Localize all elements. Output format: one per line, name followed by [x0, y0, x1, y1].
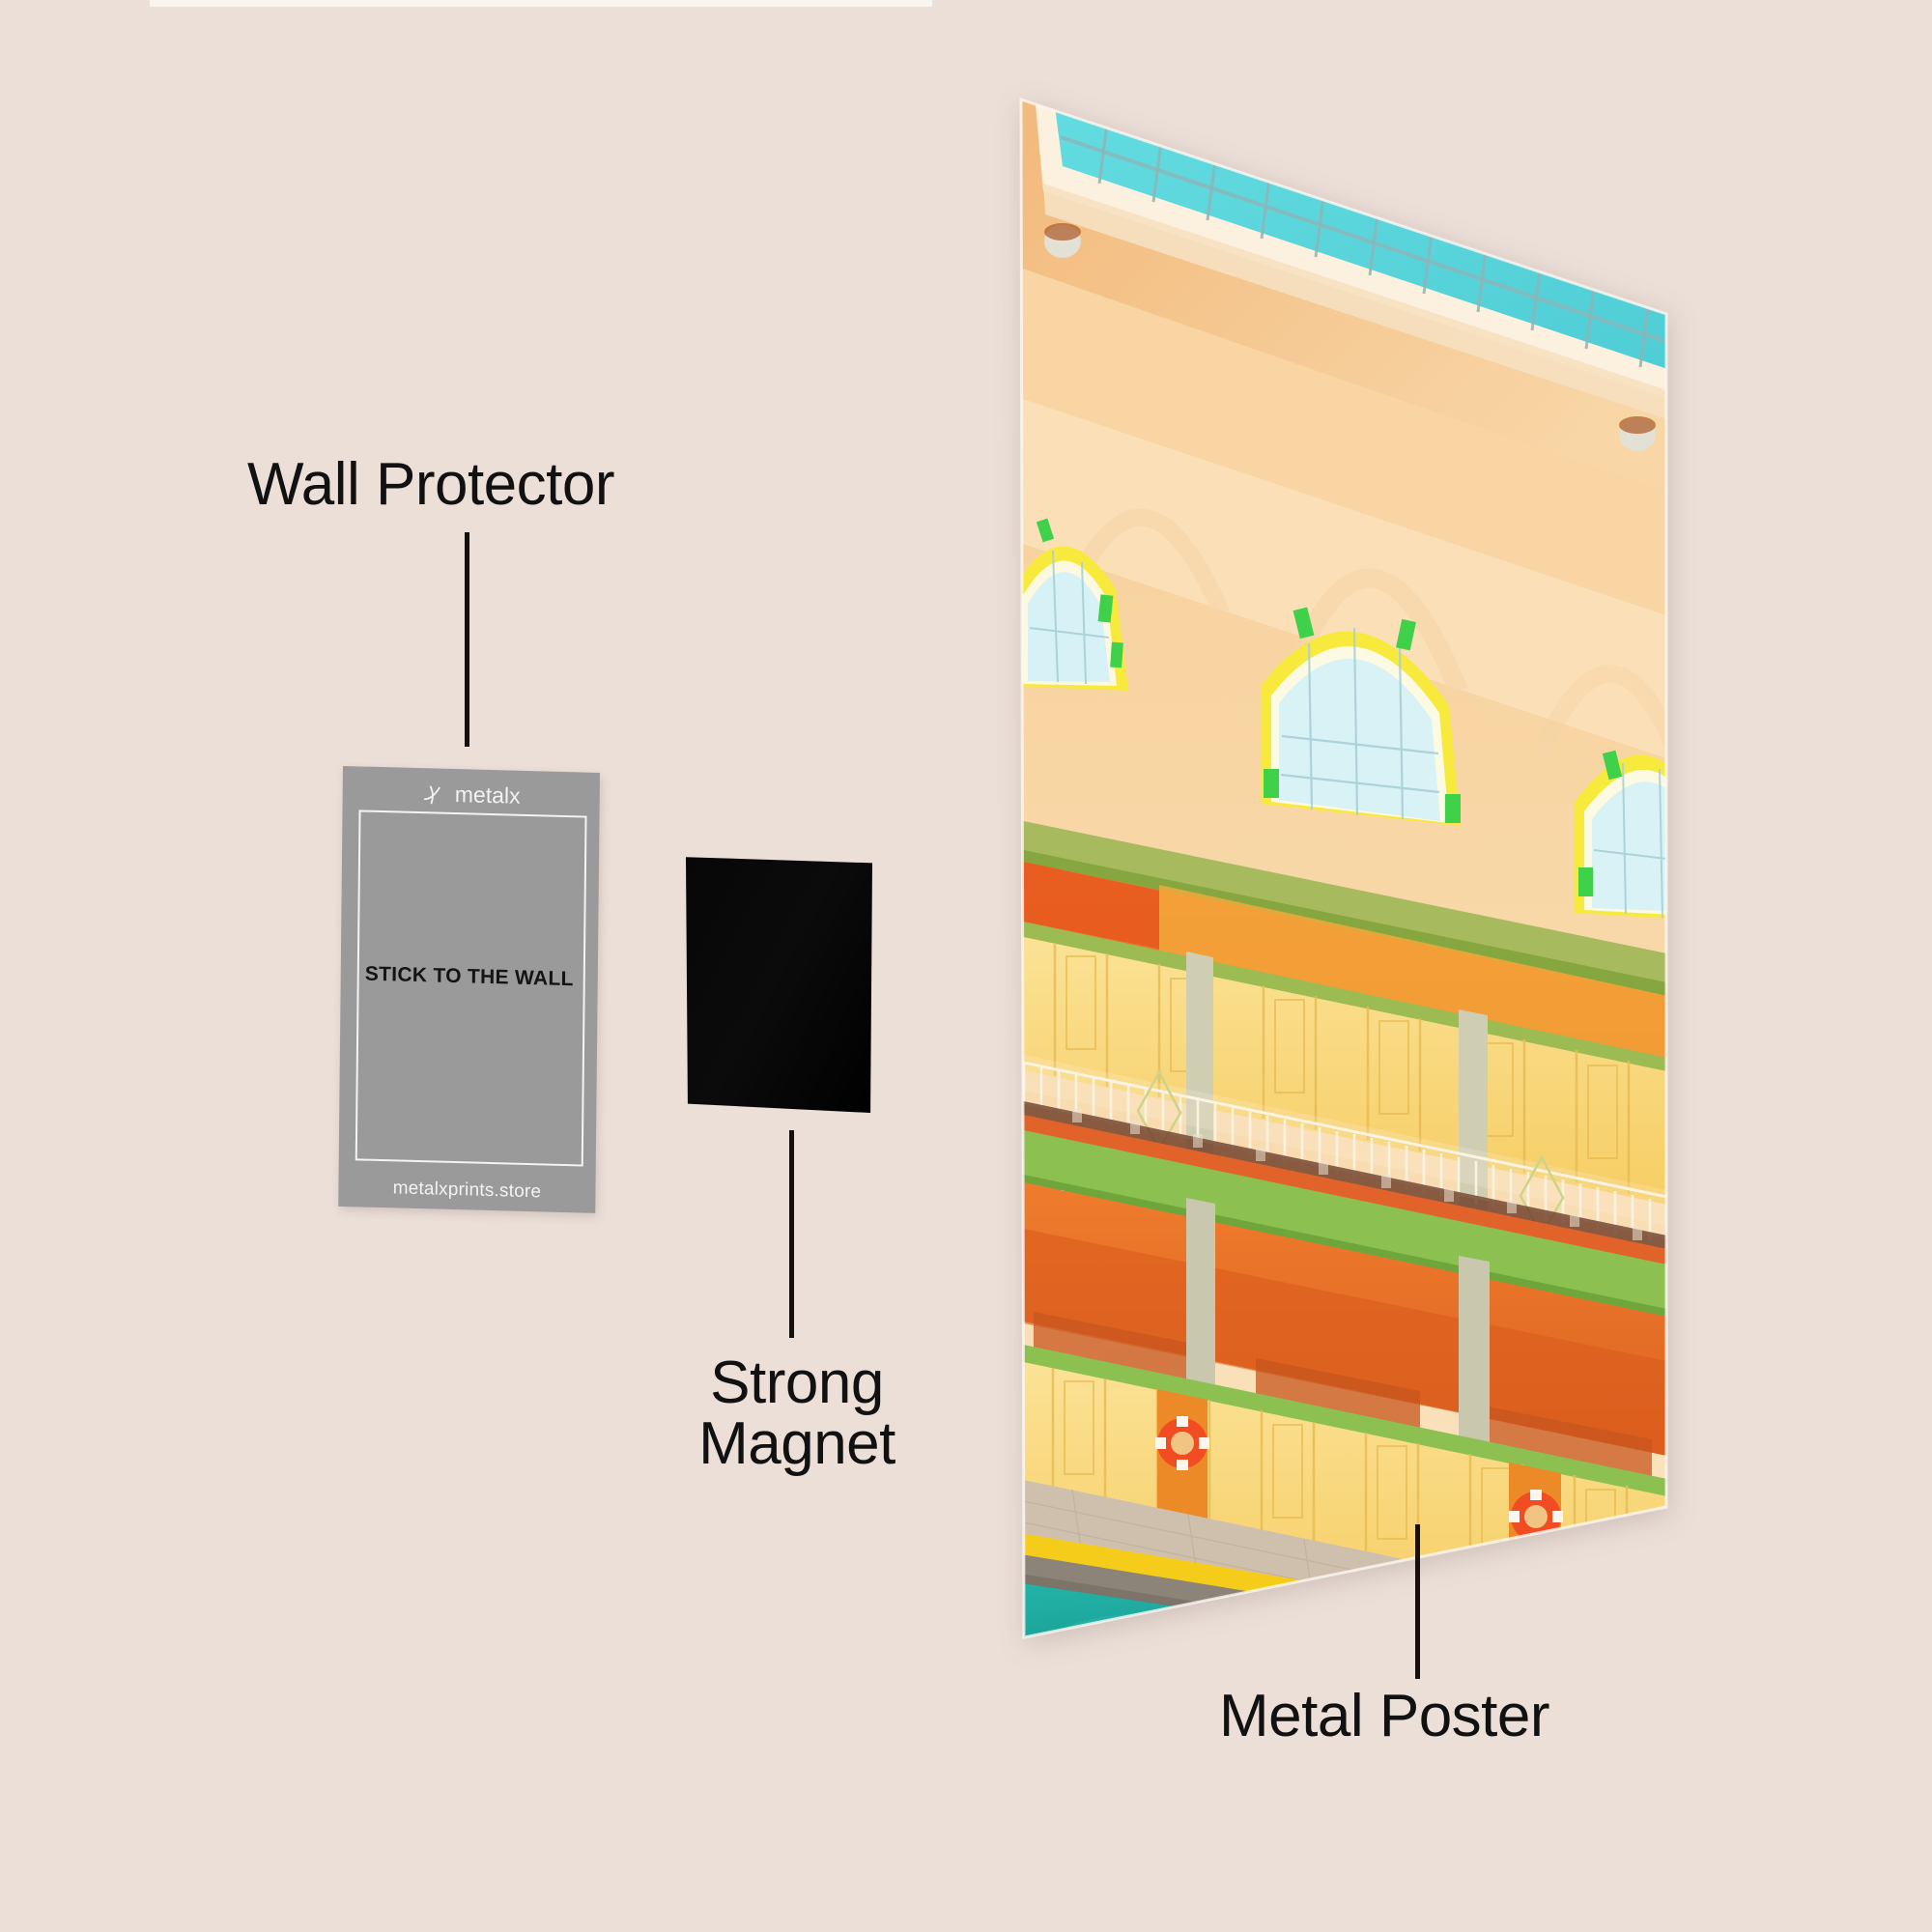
metal-poster-image	[1014, 87, 1681, 1662]
callout-label-metal-poster: Metal Poster	[1219, 1683, 1550, 1749]
leader-line-strong-magnet	[789, 1130, 794, 1338]
metalx-cross-icon	[422, 783, 447, 806]
strong-magnet-square	[686, 857, 872, 1113]
brand-lockup: metalx	[343, 779, 600, 811]
wall-protector-sheet: metalx STICK TO THE WALL metalxprints.st…	[338, 766, 600, 1213]
leader-line-metal-poster	[1415, 1524, 1420, 1679]
callout-label-strong-magnet: Strong Magnet	[698, 1350, 895, 1478]
brand-wordmark: metalx	[454, 781, 521, 809]
sheet-url: metalxprints.store	[392, 1178, 542, 1203]
top-edge-strip	[150, 0, 932, 7]
leader-line-wall-protector	[465, 532, 469, 747]
callout-label-wall-protector: Wall Protector	[247, 451, 615, 518]
